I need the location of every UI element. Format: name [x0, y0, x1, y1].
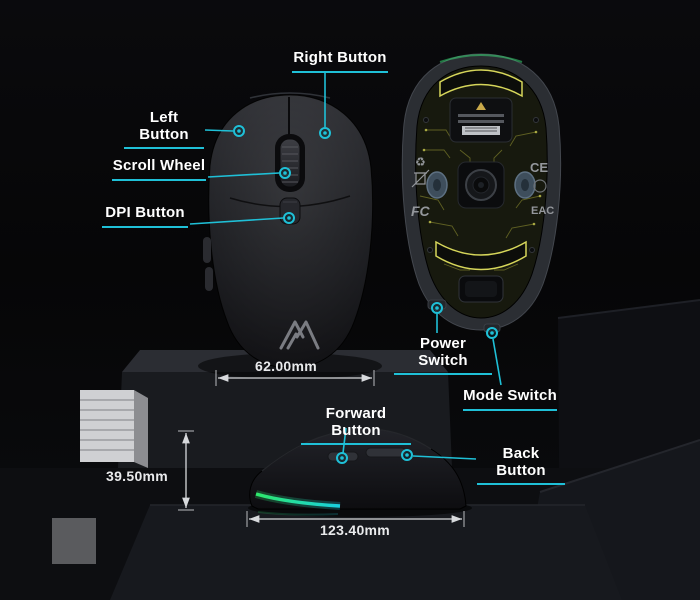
leader-dpi-button [189, 212, 295, 225]
dimension-width-line [215, 370, 375, 386]
left-switch-pad [426, 171, 448, 199]
callout-scroll-wheel: Scroll Wheel [112, 157, 206, 181]
dimension-width-text: 62.00mm [254, 358, 318, 374]
brand-logo [279, 320, 320, 350]
rohs-mark [533, 179, 547, 193]
callout-back-button: Back Button [477, 445, 565, 485]
leader-left-button [204, 125, 245, 137]
callout-forward-button: Forward Button [301, 405, 411, 445]
dimension-height-text: 39.50mm [106, 468, 169, 484]
receiver-slot [458, 275, 504, 303]
callout-power-switch: Power Switch [394, 335, 492, 375]
glide-foot-bottom [435, 240, 527, 271]
callout-right-button: Right Button [292, 49, 388, 73]
side-button-lower [205, 267, 213, 291]
mouse-bottom-view: ♻ FC CE EAC [401, 53, 562, 333]
eac-mark: EAC [531, 205, 554, 217]
dimension-length-line [246, 511, 465, 527]
recycle-icon: ♻ [415, 155, 426, 169]
screws [423, 117, 539, 253]
callout-left-button: Left Button [124, 109, 204, 149]
leader-mode-switch [486, 327, 502, 386]
certification-marks: ♻ FC CE EAC [411, 155, 554, 219]
pcb-pads [422, 128, 542, 226]
leader-scroll-wheel [207, 167, 291, 179]
leader-forward-button [336, 427, 348, 464]
leader-power-switch [431, 302, 443, 333]
leader-back-button [401, 449, 477, 461]
right-switch-pad [514, 171, 536, 199]
rgb-reflection [257, 511, 339, 516]
side-button-upper [203, 237, 211, 263]
optical-sensor [457, 161, 505, 209]
leader-right-button [319, 72, 331, 139]
back-button [365, 447, 407, 458]
fcc-mark: FC [411, 203, 431, 219]
dimension-height-line [178, 430, 194, 511]
weee-bin-icon [411, 169, 430, 188]
mouse-side-view [248, 428, 472, 517]
background-steps [0, 299, 700, 600]
ce-mark: CE [530, 160, 548, 175]
callout-dpi-button: DPI Button [102, 204, 188, 228]
product-label-sticker [449, 97, 513, 143]
callout-mode-switch: Mode Switch [463, 387, 557, 411]
glide-foot-top [439, 69, 523, 98]
white-block-stack [52, 390, 148, 564]
green-rim-light [439, 54, 523, 63]
dimension-length-text: 123.40mm [319, 522, 391, 538]
